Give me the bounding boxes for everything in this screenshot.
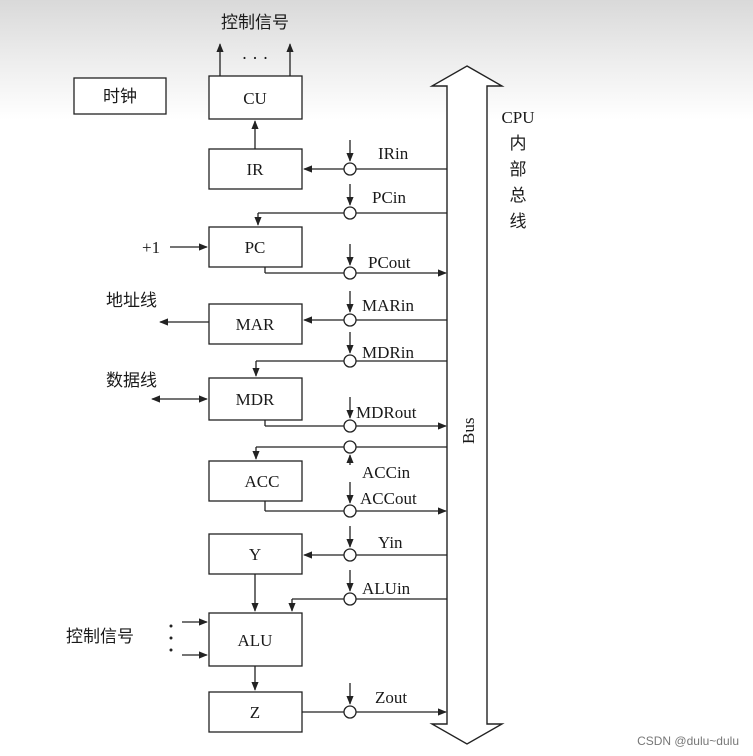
register-pc: [208, 226, 303, 268]
zout-gate: [343, 705, 357, 719]
marin-label: MARin: [362, 296, 414, 315]
register-alu: [208, 612, 303, 667]
register-y-label: Y: [249, 545, 261, 564]
marin-gate: [343, 313, 357, 327]
cu-control-dots: · · ·: [242, 48, 269, 68]
register-mdr-label: MDR: [236, 390, 275, 409]
accout-label: ACCout: [360, 489, 417, 508]
register-z-label: Z: [250, 703, 260, 722]
bus-title-3: 总: [510, 186, 527, 206]
alu-control-dots: [169, 624, 173, 652]
pcin-gate: [343, 206, 357, 220]
aluin-gate: [343, 592, 357, 606]
bus-label: Bus: [459, 418, 478, 444]
bus-title-4: 线: [510, 212, 527, 232]
bus-title: CPU 内 部 总 线: [501, 108, 534, 232]
register-cu-label: CU: [243, 89, 267, 108]
accin-gate: [343, 440, 357, 454]
bus-arrow: [429, 65, 505, 745]
bus-title-0: CPU: [501, 108, 534, 127]
bus-title-2: 部: [510, 160, 527, 180]
register-mar-label: MAR: [236, 315, 275, 334]
aluin-label: ALUin: [362, 579, 411, 598]
register-pc-label: PC: [245, 238, 266, 257]
mdrin-label: MDRin: [362, 343, 414, 362]
register-alu-label: ALU: [238, 631, 273, 650]
address-line-label: 地址线: [106, 291, 157, 311]
mdrout-label: MDRout: [356, 403, 417, 422]
bus-title-1: 内: [510, 134, 527, 154]
register-mdr: [208, 377, 303, 421]
cu-control-label: 控制信号: [221, 13, 289, 33]
register-acc: [208, 460, 303, 502]
register-ir-label: IR: [247, 160, 265, 179]
register-cu: [208, 75, 303, 120]
register-z: [208, 691, 303, 733]
pcin-label: PCin: [372, 188, 407, 207]
register-mar: [208, 303, 303, 345]
alu-control-label: 控制信号: [66, 627, 134, 647]
zout-label: Zout: [375, 688, 407, 707]
register-ir: [208, 148, 303, 190]
mdrin-gate: [343, 354, 357, 368]
mdrout-gate: [343, 419, 357, 433]
data-line-label: 数据线: [106, 371, 157, 391]
clock-box: [73, 77, 167, 115]
register-y: [208, 533, 303, 575]
yin-gate: [343, 548, 357, 562]
accout-gate: [343, 504, 357, 518]
pc-increment-label: +1: [142, 238, 160, 257]
register-acc-label: ACC: [245, 472, 280, 491]
pcout-gate: [343, 266, 357, 280]
watermark: CSDN @dulu~dulu: [637, 734, 739, 748]
pcout-label: PCout: [368, 253, 411, 272]
irin-gate: [343, 162, 357, 176]
accin-label: ACCin: [362, 463, 411, 482]
clock-label: 时钟: [103, 87, 137, 107]
yin-label: Yin: [378, 533, 403, 552]
irin-label: IRin: [378, 144, 409, 163]
